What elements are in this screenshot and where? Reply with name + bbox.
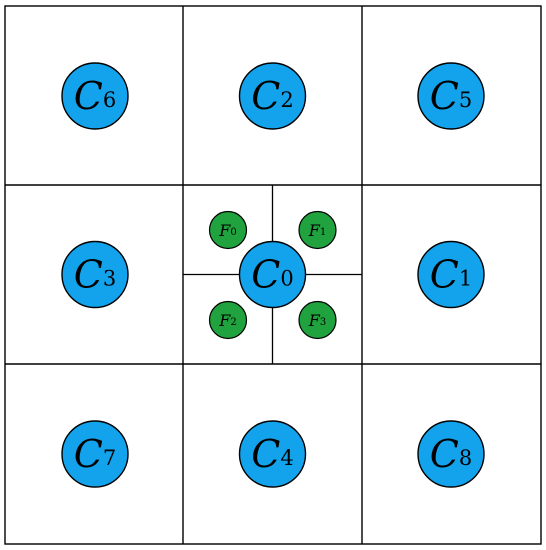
cell-node-c4: C4 [238, 420, 307, 488]
cell-node-c4-label: C4 [251, 432, 293, 476]
subcell-node-f0: F0 [208, 210, 248, 250]
cell-node-c3-label: C3 [74, 253, 116, 297]
cell-node-c2: C2 [238, 62, 307, 130]
cell-node-c8-circle [417, 420, 485, 488]
cell-node-c8-label: C8 [430, 432, 472, 476]
outer-border [4, 5, 542, 545]
cell-node-c6-circle [61, 62, 129, 130]
cell-node-c1-label: C1 [430, 253, 472, 297]
cell-node-c7-label: C7 [74, 432, 116, 476]
cell-node-c1-circle [417, 240, 485, 309]
cell-node-c7: C7 [61, 420, 129, 488]
subcell-node-f3: F3 [298, 300, 337, 340]
subcell-node-f1-label: F1 [308, 221, 326, 240]
subcell-node-f0-label: F0 [218, 221, 236, 240]
cell-node-c4-circle [238, 420, 307, 488]
subcell-node-f2: F2 [208, 300, 248, 340]
subcell-node-f0-circle [208, 210, 248, 250]
cell-node-c5-label: C5 [430, 74, 472, 118]
cell-node-c5: C5 [417, 62, 485, 130]
subcell-node-f2-label: F2 [218, 311, 236, 330]
cell-node-c3-circle [61, 240, 129, 309]
subcell-node-f1: F1 [298, 210, 337, 250]
cell-node-c1: C1 [417, 240, 485, 309]
cell-node-c0-circle [238, 240, 307, 309]
cell-node-c7-circle [61, 420, 129, 488]
grid-lines [4, 5, 542, 545]
cell-node-c3: C3 [61, 240, 129, 309]
cell-node-c8: C8 [417, 420, 485, 488]
cell-node-c2-label: C2 [251, 74, 293, 118]
cell-node-c6-label: C6 [74, 74, 116, 118]
subcell-node-f1-circle [298, 210, 337, 250]
cell-node-c0: C0 [238, 240, 307, 309]
cell-node-c0-label: C0 [251, 253, 293, 297]
cell-node-c5-circle [417, 62, 485, 130]
cell-node-c2-circle [238, 62, 307, 130]
cell-node-c6: C6 [61, 62, 129, 130]
subcell-node-f3-circle [298, 300, 337, 340]
subcell-node-f3-label: F3 [308, 311, 326, 330]
subcell-node-f2-circle [208, 300, 248, 340]
